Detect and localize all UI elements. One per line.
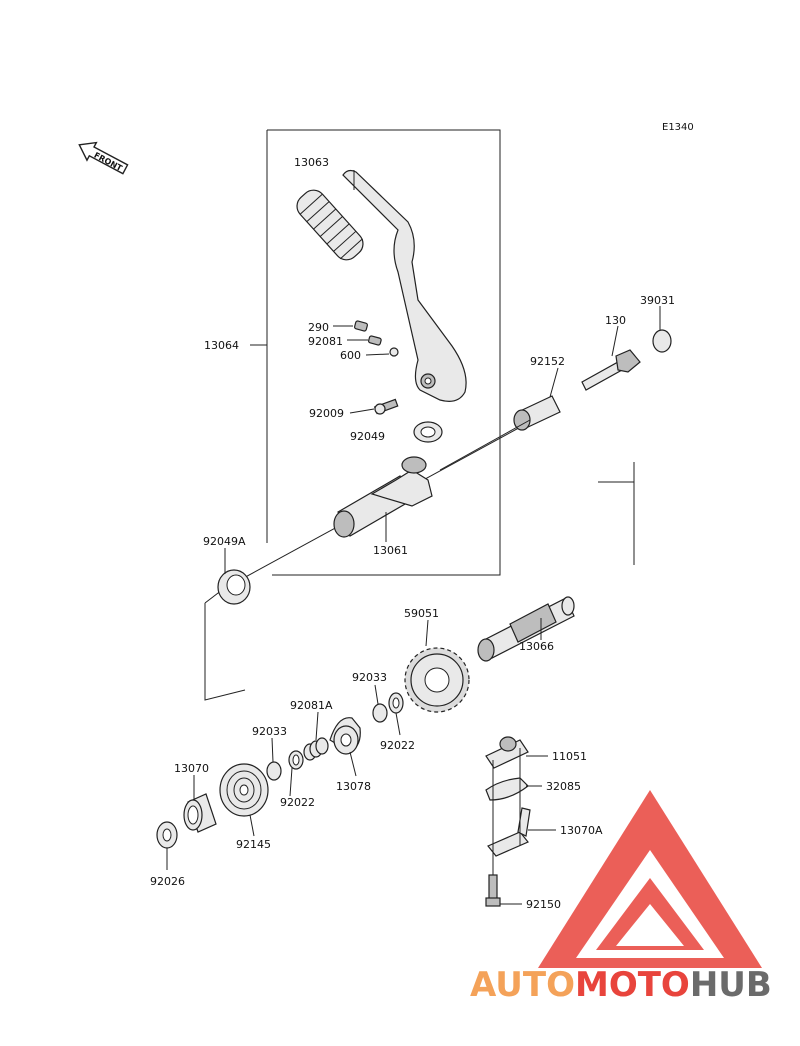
label-130: 130	[605, 314, 626, 327]
label-13078: 13078	[336, 780, 371, 793]
watermark-text: AUTOMOTOHUB	[470, 965, 772, 1005]
bolt-130-shape	[581, 349, 641, 391]
label-13061: 13061	[373, 544, 408, 557]
label-11051: 11051	[552, 750, 587, 763]
label-59051: 59051	[404, 607, 439, 620]
label-92049A: 92049A	[203, 535, 246, 548]
label-92145: 92145	[236, 838, 271, 851]
automotohub-logo	[538, 790, 762, 968]
label-600: 600	[340, 349, 361, 362]
guide-plates-shape	[485, 736, 531, 907]
label-39031: 39031	[640, 294, 675, 307]
label-92033-upper: 92033	[352, 671, 387, 684]
label-13063: 13063	[294, 156, 329, 169]
label-92022-upper: 92022	[380, 739, 415, 752]
shaft-13066-shape	[477, 596, 575, 662]
gear-59051-shape	[404, 647, 470, 713]
label-92081A: 92081A	[290, 699, 333, 712]
label-32085: 32085	[546, 780, 581, 793]
label-13066: 13066	[519, 640, 554, 653]
label-92009: 92009	[309, 407, 344, 420]
label-13064: 13064	[204, 339, 239, 352]
part-290-shape	[354, 320, 368, 332]
label-92150: 92150	[526, 898, 561, 911]
spring-92081A-shape	[303, 737, 329, 761]
label-92026: 92026	[150, 875, 185, 888]
kick-shaft-13061	[333, 456, 433, 538]
front-arrow-icon: FRONT	[78, 141, 129, 175]
ratchet-13078-shape	[329, 717, 361, 755]
kick-pedal-arm	[342, 169, 467, 402]
watermark-hub: HUB	[690, 965, 772, 1005]
pedal-rubber-grip	[296, 189, 364, 261]
bolt-92009-shape	[373, 398, 399, 415]
label-290: 290	[308, 321, 329, 334]
watermark-moto: MOTO	[575, 965, 690, 1005]
label-92081: 92081	[308, 335, 343, 348]
group-bracket	[267, 129, 501, 576]
diagram-code: E1340	[662, 122, 694, 133]
label-13070A: 13070A	[560, 824, 603, 837]
label-92022-lower: 92022	[280, 796, 315, 809]
spring-92145-shape	[219, 763, 269, 817]
label-92049: 92049	[350, 430, 385, 443]
nut-39031-shape	[652, 329, 672, 353]
label-13070: 13070	[174, 762, 209, 775]
bushing-13070-shape	[183, 793, 217, 833]
label-92152: 92152	[530, 355, 565, 368]
watermark-auto: AUTO	[470, 965, 575, 1005]
label-92033-lower: 92033	[252, 725, 287, 738]
